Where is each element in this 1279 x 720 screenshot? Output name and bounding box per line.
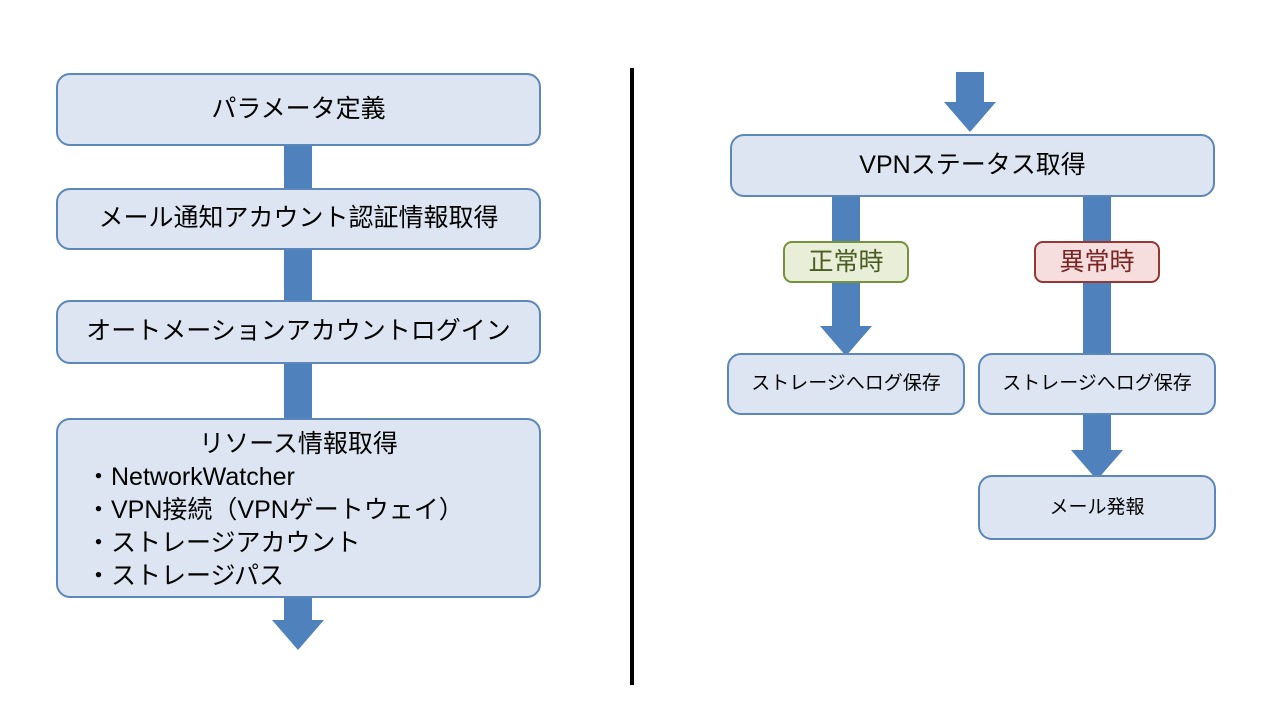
branch-label-abnormal[interactable]: 異常時 — [1034, 241, 1160, 283]
connector-log-ng-to-mail-arrow — [1071, 412, 1123, 480]
connector-vpnstatus-to-normal — [832, 194, 860, 246]
list-item: ・VPN接続（VPNゲートウェイ） — [86, 495, 464, 524]
node-vpn-status-acquire[interactable]: VPNステータス取得 — [730, 134, 1215, 197]
list-item: ・NetworkWatcher — [86, 462, 295, 491]
list-item: ・ストレージパス — [86, 561, 285, 590]
list-item: ・ストレージアカウント — [86, 528, 361, 557]
arrow-shaft — [1083, 412, 1111, 450]
node-resource-info-title: リソース情報取得 — [199, 430, 398, 458]
arrow-head-down-icon — [820, 326, 872, 356]
connector-param-to-mailacct — [284, 140, 312, 194]
node-mail-account-credentials[interactable]: メール通知アカウント認証情報取得 — [56, 188, 541, 250]
node-store-log-normal-label: ストレージへログ保存 — [751, 373, 941, 395]
entry-arrow-into-vpnstatus — [944, 72, 996, 132]
node-store-log-abnormal[interactable]: ストレージへログ保存 — [978, 353, 1216, 415]
branch-label-normal[interactable]: 正常時 — [783, 241, 909, 283]
connector-normal-to-log-ok-arrow — [820, 278, 872, 356]
node-mail-dispatch[interactable]: メール発報 — [978, 475, 1216, 540]
connector-abnormal-to-log-ng — [1083, 278, 1111, 356]
arrow-head-down-icon — [944, 102, 996, 132]
node-automation-account-login-label: オートメーションアカウントログイン — [86, 317, 511, 346]
arrow-shaft — [956, 72, 984, 102]
node-store-log-abnormal-label: ストレージへログ保存 — [1002, 373, 1192, 395]
arrow-shaft — [284, 594, 312, 620]
connector-resource-to-next-arrow — [272, 594, 324, 650]
arrow-shaft — [832, 278, 860, 326]
node-parameter-definition-label: パラメータ定義 — [211, 94, 386, 123]
vertical-divider — [630, 68, 634, 685]
node-vpn-status-acquire-label: VPNステータス取得 — [859, 150, 1086, 179]
branch-label-normal-text: 正常時 — [808, 247, 884, 276]
arrow-head-down-icon — [272, 620, 324, 650]
branch-label-abnormal-text: 異常時 — [1059, 247, 1135, 276]
node-store-log-normal[interactable]: ストレージへログ保存 — [727, 353, 965, 415]
resource-item-list: ・NetworkWatcher ・VPN接続（VPNゲートウェイ） ・ストレージ… — [58, 461, 539, 593]
connector-vpnstatus-to-abnormal — [1083, 194, 1111, 246]
connector-autoacct-to-resource — [284, 358, 312, 424]
node-mail-dispatch-label: メール発報 — [1049, 496, 1145, 518]
connector-mailacct-to-autoacct — [284, 244, 312, 306]
node-resource-info-content: リソース情報取得 ・NetworkWatcher ・VPN接続（VPNゲートウェ… — [58, 428, 539, 593]
node-mail-account-credentials-label: メール通知アカウント認証情報取得 — [98, 204, 499, 233]
node-parameter-definition[interactable]: パラメータ定義 — [56, 73, 541, 146]
node-automation-account-login[interactable]: オートメーションアカウントログイン — [56, 300, 541, 364]
node-resource-info[interactable]: リソース情報取得 ・NetworkWatcher ・VPN接続（VPNゲートウェ… — [56, 418, 541, 598]
